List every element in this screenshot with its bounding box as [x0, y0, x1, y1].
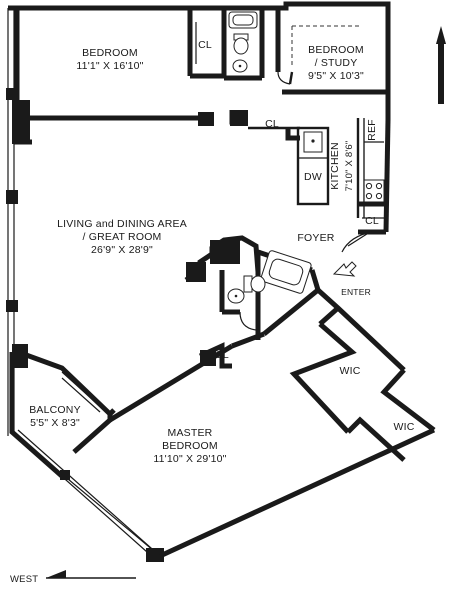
bathroom-lower [227, 250, 312, 331]
bedroom-size: 11'1" X 16'10" [76, 60, 143, 72]
west-arrow-icon [46, 570, 136, 579]
bedroom-name: BEDROOM [82, 47, 138, 59]
bedroom-closet [187, 8, 224, 79]
living-size: 26'9" X 28'9" [91, 244, 153, 256]
hall-closet-label: CL [265, 118, 279, 130]
outer-walls [6, 1, 436, 562]
wic-1-label: WIC [339, 365, 360, 377]
north-arrow-icon [436, 26, 446, 104]
foyer-closet [341, 201, 386, 253]
living-name-1: LIVING and DINING AREA [57, 218, 187, 230]
entry-arrow-icon [332, 261, 357, 277]
balcony-name: BALCONY [29, 404, 81, 416]
master-size: 11'10" X 29'10" [153, 453, 226, 465]
study-size: 9'5" X 10'3" [308, 70, 364, 82]
bedroom-study [275, 8, 388, 95]
wic-2-label: WIC [393, 421, 414, 433]
study-name-2: / STUDY [315, 57, 358, 69]
master-closet-label: CL [215, 349, 229, 361]
west-label: WEST [10, 574, 38, 585]
room-labels: BEDROOM 11'1" X 16'10" CL BEDROOM / STUD… [10, 39, 415, 585]
kitchen-fixtures [296, 118, 385, 218]
foyer-closet-label: CL [365, 215, 379, 227]
kitchen-size: 7'10" X 8'6" [344, 141, 355, 192]
ref-label: REF [366, 119, 378, 141]
master-name-2: BEDROOM [162, 440, 218, 452]
balcony-size: 5'5" X 8'3" [30, 417, 80, 429]
master-name-1: MASTER [168, 427, 213, 439]
dw-label: DW [304, 171, 322, 183]
study-name-1: BEDROOM [308, 44, 364, 56]
foyer-label: FOYER [297, 232, 334, 244]
kitchen-name: KITCHEN [329, 142, 341, 190]
enter-label: ENTER [341, 287, 371, 297]
bathroom-top [221, 8, 265, 81]
living-name-2: / GREAT ROOM [82, 231, 161, 243]
bedroom-closet-label: CL [198, 39, 212, 51]
